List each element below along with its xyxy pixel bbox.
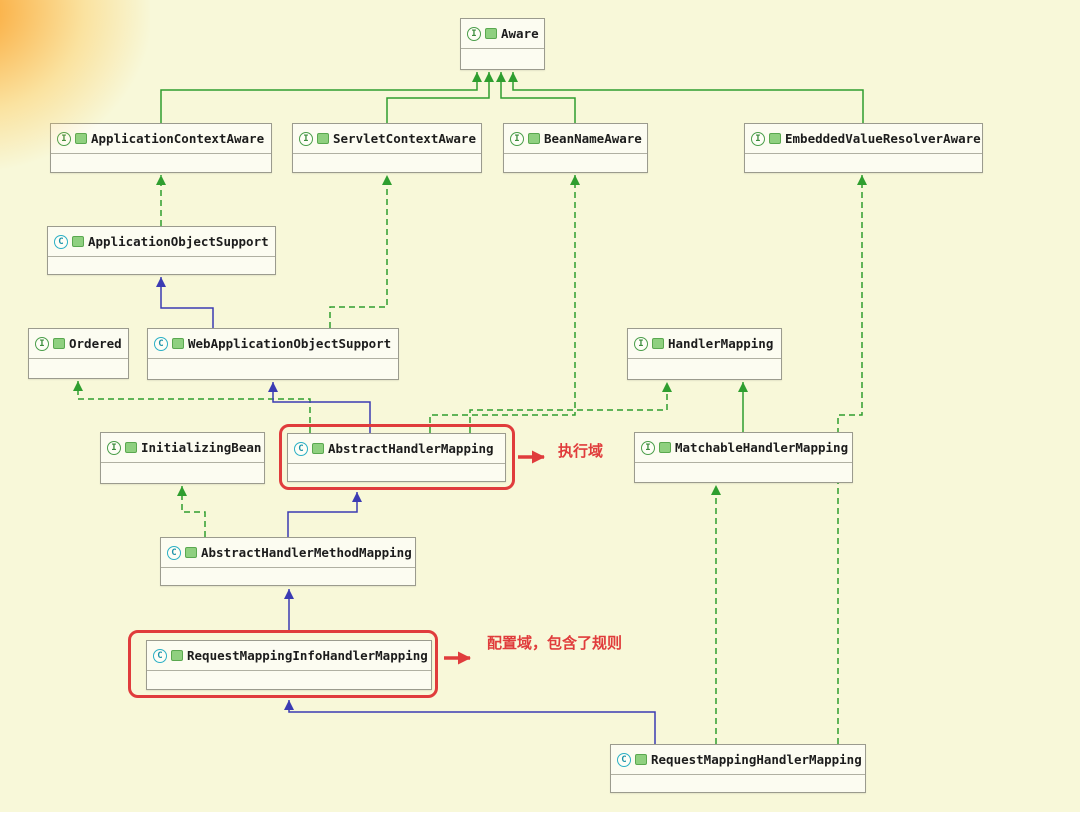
- interface-node-applicationcontextaware[interactable]: I ApplicationContextAware: [50, 123, 272, 173]
- node-label: Ordered: [69, 336, 122, 351]
- class-icon: C: [153, 648, 167, 663]
- interface-icon: I: [57, 131, 71, 146]
- interface-icon: I: [751, 131, 765, 146]
- interface-icon: I: [35, 336, 49, 351]
- interface-icon: I: [641, 440, 655, 455]
- field-icon: [72, 236, 84, 247]
- node-label: MatchableHandlerMapping: [675, 440, 849, 455]
- field-icon: [635, 754, 647, 765]
- field-icon: [53, 338, 65, 349]
- class-node-webapplicationobjectsupport[interactable]: C WebApplicationObjectSupport: [147, 328, 399, 380]
- field-icon: [185, 547, 197, 558]
- annotation-execution-domain: 执行域: [558, 442, 604, 460]
- interface-node-handlermapping[interactable]: I HandlerMapping: [627, 328, 782, 380]
- edge-webapplicationobjectsupport-extends-applicationobjectsupport: [156, 277, 214, 328]
- node-label: ApplicationContextAware: [91, 131, 265, 146]
- field-icon: [769, 133, 781, 144]
- edge-abstracthandlermethodmapping-extends-abstracthandlermapping: [287, 492, 362, 537]
- field-icon: [652, 338, 664, 349]
- node-label: Aware: [501, 26, 539, 41]
- edge-requestmappinghandlermapping-implements-embeddedvalueresolveraware: [837, 175, 867, 744]
- diagram-edges: [73, 72, 867, 744]
- node-label: AbstractHandlerMapping: [328, 441, 494, 456]
- class-icon: C: [617, 752, 631, 767]
- node-label: WebApplicationObjectSupport: [188, 336, 392, 351]
- node-label: RequestMappingHandlerMapping: [651, 752, 862, 767]
- interface-node-aware[interactable]: I Aware: [460, 18, 545, 70]
- class-icon: C: [294, 441, 308, 456]
- edge-requestmappinghandlermapping-extends-requestmappinginfohandlermapping: [284, 700, 656, 744]
- interface-node-servletcontextaware[interactable]: I ServletContextAware: [292, 123, 482, 173]
- interface-icon: I: [510, 131, 524, 146]
- interface-node-embeddedvalueresolveraware[interactable]: I EmbeddedValueResolverAware: [744, 123, 983, 173]
- interface-node-matchablehandlermapping[interactable]: I MatchableHandlerMapping: [634, 432, 853, 483]
- node-label: BeanNameAware: [544, 131, 642, 146]
- edge-beannameaware-extends-aware: [496, 72, 576, 123]
- edge-abstracthandlermapping-implements-handlermapping: [469, 382, 672, 433]
- interface-node-beannameaware[interactable]: I BeanNameAware: [503, 123, 648, 173]
- field-icon: [312, 443, 324, 454]
- node-label: RequestMappingInfoHandlerMapping: [187, 648, 428, 663]
- node-label: InitializingBean: [141, 440, 262, 455]
- annotation-configuration-domain: 配置域，包含了规则: [487, 634, 623, 652]
- field-icon: [125, 442, 137, 453]
- interface-node-ordered[interactable]: I Ordered: [28, 328, 129, 379]
- interface-icon: I: [299, 131, 313, 146]
- interface-icon: I: [634, 336, 648, 351]
- node-label: EmbeddedValueResolverAware: [785, 131, 981, 146]
- interface-node-initializingbean[interactable]: I InitializingBean: [100, 432, 265, 484]
- field-icon: [171, 650, 183, 661]
- class-node-abstracthandlermapping[interactable]: C AbstractHandlerMapping: [287, 433, 506, 482]
- edge-abstracthandlermethodmapping-implements-initializingbean: [177, 486, 206, 537]
- class-node-applicationobjectsupport[interactable]: C ApplicationObjectSupport: [47, 226, 276, 275]
- edge-embeddedvalueresolveraware-extends-aware: [508, 72, 864, 123]
- class-icon: C: [167, 545, 181, 560]
- class-node-abstracthandlermethodmapping[interactable]: C AbstractHandlerMethodMapping: [160, 537, 416, 586]
- field-icon: [485, 28, 497, 39]
- edge-servletcontextaware-extends-aware: [386, 72, 494, 123]
- edge-abstracthandlermapping-implements-beannameaware: [429, 175, 580, 433]
- class-icon: C: [154, 336, 168, 351]
- field-icon: [172, 338, 184, 349]
- interface-icon: I: [107, 440, 121, 455]
- interface-icon: I: [467, 26, 481, 41]
- class-icon: C: [54, 234, 68, 249]
- node-label: AbstractHandlerMethodMapping: [201, 545, 412, 560]
- class-node-requestmappinghandlermapping[interactable]: C RequestMappingHandlerMapping: [610, 744, 866, 793]
- field-icon: [659, 442, 671, 453]
- class-node-requestmappinginfohandlermapping[interactable]: C RequestMappingInfoHandlerMapping: [146, 640, 432, 690]
- field-icon: [528, 133, 540, 144]
- edge-abstracthandlermapping-implements-ordered: [73, 381, 311, 433]
- edge-abstracthandlermapping-extends-webapplicationobjectsupport: [268, 382, 371, 433]
- field-icon: [75, 133, 87, 144]
- field-icon: [317, 133, 329, 144]
- node-label: HandlerMapping: [668, 336, 774, 351]
- node-label: ApplicationObjectSupport: [88, 234, 269, 249]
- uml-diagram-canvas: I Aware I ApplicationContextAware I Serv…: [0, 0, 1080, 812]
- edge-webapplicationobjectsupport-implements-servletcontextaware: [329, 175, 392, 328]
- node-label: ServletContextAware: [333, 131, 476, 146]
- edge-applicationcontextaware-extends-aware: [160, 72, 482, 123]
